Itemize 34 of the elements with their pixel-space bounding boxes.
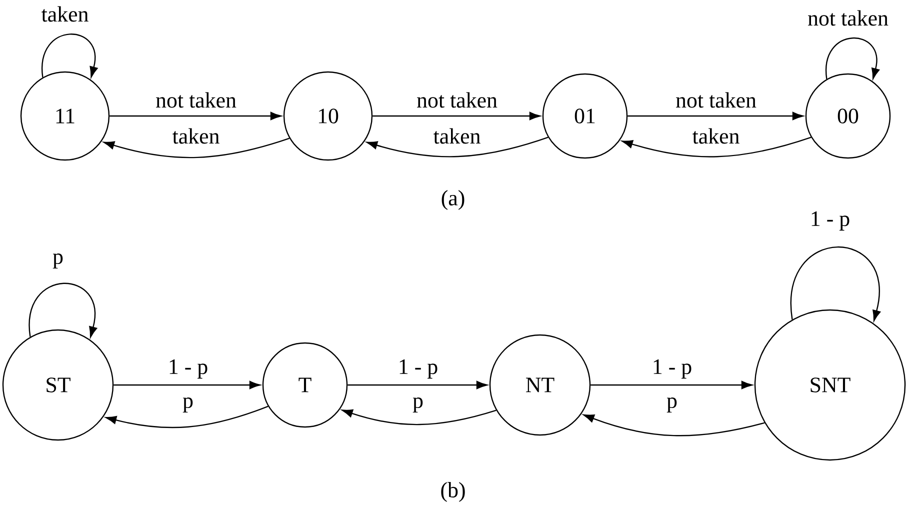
arrow	[348, 380, 488, 390]
edge-label: 1 - p	[808, 210, 852, 232]
arrow	[628, 112, 804, 120]
edge-label: not taken	[806, 9, 890, 27]
edge-label: p	[52, 252, 64, 270]
arrow	[622, 136, 812, 158]
arrow	[590, 380, 752, 390]
edge-label: 1 - p	[650, 358, 694, 380]
edge-label: 1 - p	[396, 358, 440, 380]
arrow	[342, 409, 496, 426]
edge-label: p	[666, 396, 678, 414]
edge-label: not taken	[416, 91, 498, 109]
edge-label: taken	[691, 127, 741, 145]
edge-label: not taken	[674, 91, 758, 109]
edge-label: taken	[432, 127, 482, 145]
arrow	[110, 112, 282, 120]
arrow	[114, 380, 260, 390]
edge-label: taken	[171, 127, 221, 145]
arrow	[42, 34, 98, 78]
edge-label: p	[182, 396, 194, 414]
edge-label: p	[412, 396, 424, 414]
arrow	[28, 282, 98, 338]
arrow	[826, 38, 880, 80]
subfigure-caption: (b)	[441, 482, 465, 502]
arrow	[104, 138, 290, 158]
subfigure-caption: (a)	[442, 190, 464, 210]
edge-label: 1 - p	[166, 358, 210, 380]
arrow	[366, 136, 548, 158]
arrow	[106, 406, 268, 428]
arrow	[372, 112, 540, 120]
edge-label: not taken	[154, 91, 238, 109]
arrow	[583, 414, 765, 436]
edge-label: taken	[40, 5, 90, 23]
arrow	[790, 246, 881, 322]
